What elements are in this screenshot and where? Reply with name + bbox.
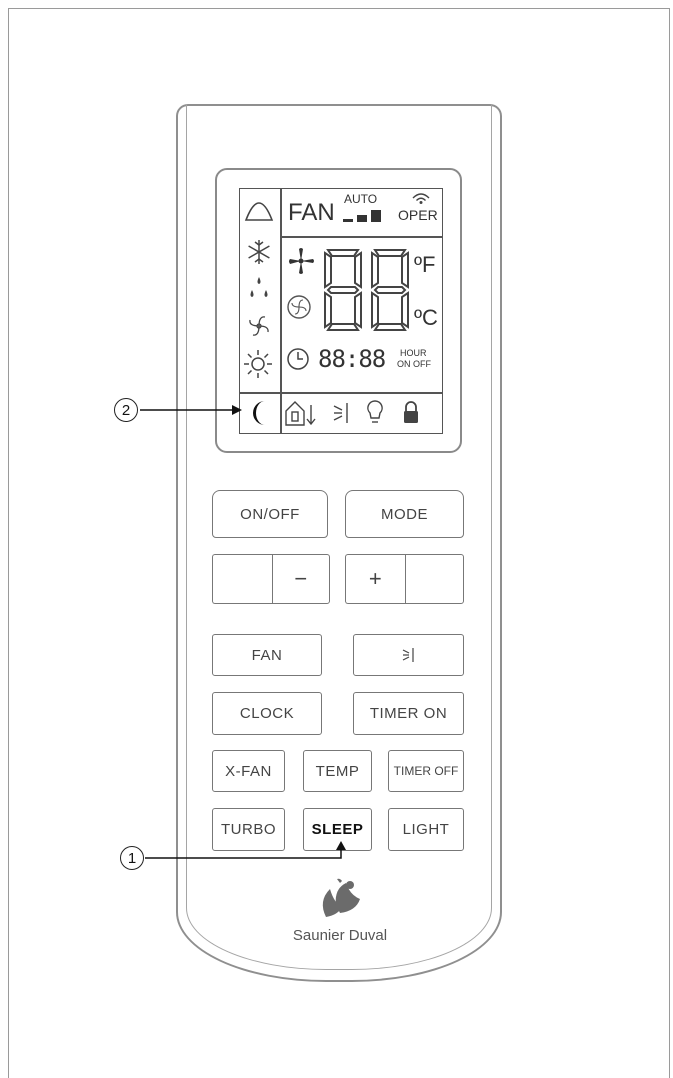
light-button[interactable]: LIGHT	[388, 808, 464, 851]
clock-icon	[287, 348, 309, 370]
swing-button-icon	[402, 648, 414, 662]
minus-button[interactable]: −	[272, 554, 330, 604]
light-bulb-icon	[367, 400, 383, 423]
plus-button[interactable]: +	[345, 554, 405, 604]
unit-fahrenheit: ºF	[414, 252, 436, 277]
fan-mode-icon	[249, 316, 269, 336]
temperature-digits-display	[324, 249, 409, 331]
heat-mode-icon	[244, 350, 272, 378]
lcd-on-off-label: ON OFF	[397, 359, 431, 369]
fan-button[interactable]: FAN	[212, 634, 322, 676]
lcd-divider-vertical	[280, 188, 282, 434]
mode-button[interactable]: MODE	[345, 490, 464, 538]
fan-blade-icon	[289, 248, 314, 274]
timer-digits-display: 88:88	[318, 345, 386, 373]
on-off-button[interactable]: ON/OFF	[212, 490, 328, 538]
clock-button[interactable]: CLOCK	[212, 692, 322, 735]
sleep-button[interactable]: SLEEP	[303, 808, 372, 851]
callout-1: 1	[120, 846, 144, 870]
lcd-divider-top	[280, 236, 443, 238]
turbo-button[interactable]: TURBO	[212, 808, 285, 851]
swing-fan-icon	[287, 295, 311, 319]
temp-up-right-button[interactable]	[405, 554, 464, 604]
lcd-hour-label: HOUR	[400, 348, 427, 358]
indoor-temp-icon	[285, 401, 316, 426]
x-fan-button[interactable]: X-FAN	[212, 750, 285, 792]
lcd-auto-label: AUTO	[344, 192, 378, 206]
temp-down-left-button[interactable]	[212, 554, 272, 604]
lcd-inner-frame	[239, 188, 443, 434]
auto-mode-icon	[244, 202, 274, 221]
cool-mode-icon	[248, 240, 270, 264]
saunier-duval-logo	[322, 878, 360, 917]
temp-button[interactable]: TEMP	[303, 750, 372, 792]
lcd-fan-label: FAN	[288, 199, 335, 226]
callout-2-arrow	[140, 405, 242, 415]
unit-celsius: ºC	[414, 305, 438, 330]
timer-off-button[interactable]: TIMER OFF	[388, 750, 464, 792]
timer-on-button[interactable]: TIMER ON	[353, 692, 464, 735]
callout-2: 2	[114, 398, 138, 422]
lcd-oper-label: OPER	[398, 207, 438, 223]
swing-button[interactable]	[353, 634, 464, 676]
sleep-moon-icon	[253, 401, 265, 425]
page-frame	[8, 8, 670, 1078]
air-swing-icon	[333, 403, 348, 423]
remote-inner-outline	[186, 104, 492, 970]
callout-1-arrow	[145, 841, 346, 859]
dry-mode-icon	[250, 277, 268, 297]
lock-icon	[404, 401, 418, 423]
lcd-divider-bottom	[239, 392, 443, 394]
brand-name: Saunier Duval	[292, 927, 388, 944]
fan-speed-bars-icon	[343, 210, 381, 222]
signal-icon	[412, 193, 430, 204]
